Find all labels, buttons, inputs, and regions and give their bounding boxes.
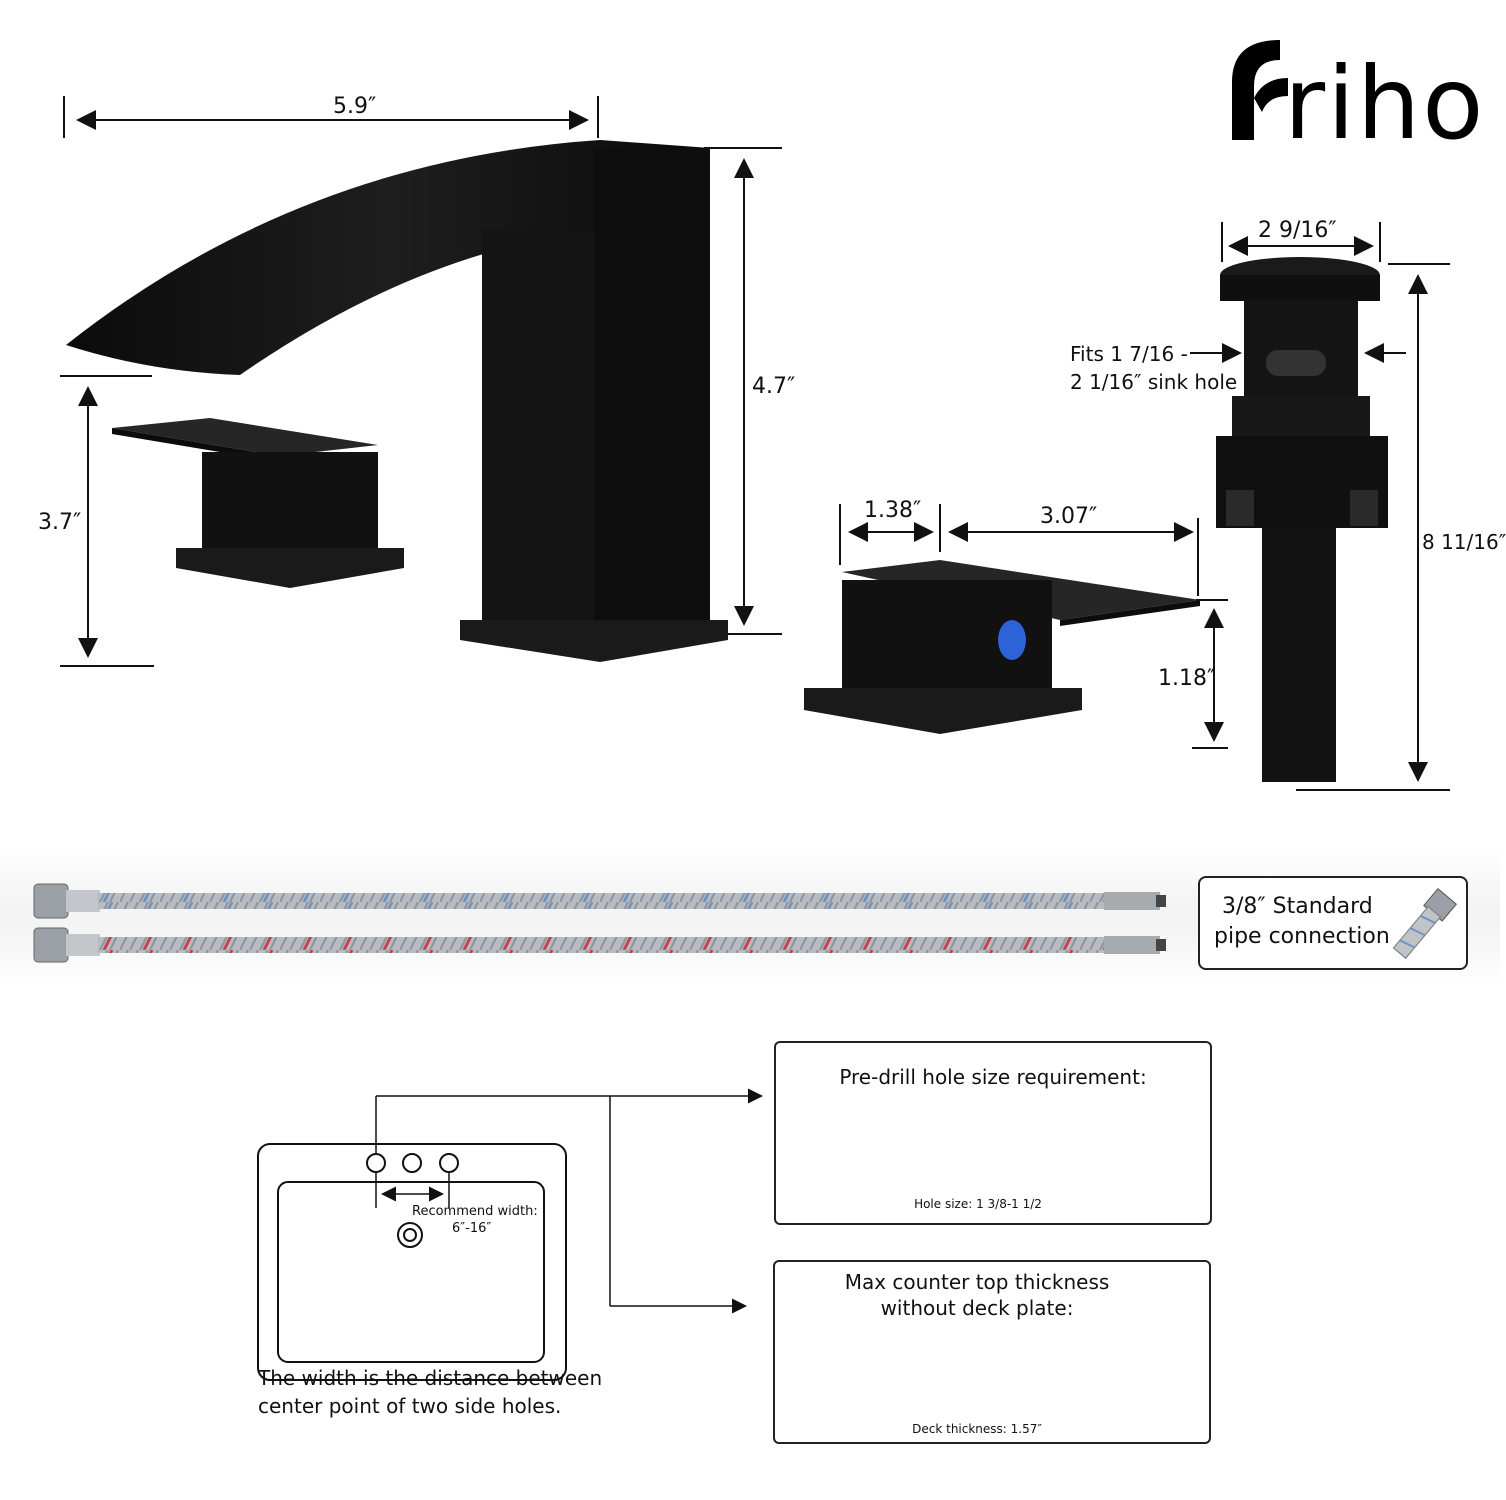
pipe-fitting-icon (1392, 888, 1458, 959)
hole-size-label: Hole size: 1 3/8-1 1/2 (914, 1197, 1042, 1211)
dim-drain-length: 8 11/16″ (1422, 530, 1506, 554)
left-handle (112, 418, 404, 588)
pipe-connection-callout: 3/8″ Standard pipe connection (1198, 876, 1468, 970)
deck-thickness-label: Deck thickness: 1.57″ (912, 1422, 1042, 1436)
faucet-diagram (60, 96, 1450, 791)
pop-up-drain (1216, 257, 1388, 782)
recommend-width-line1: Recommend width: (412, 1204, 538, 1219)
connection-line1: 3/8″ Standard (1222, 894, 1373, 919)
predrill-title: Pre-drill hole size requirement: (839, 1065, 1147, 1089)
recommend-width-line2: 6″-16″ (452, 1221, 492, 1236)
counter-title-line1: Max counter top thickness (844, 1270, 1110, 1294)
logo-text: riho (1284, 45, 1486, 162)
dim-spout-clearance: 3.7″ (38, 510, 82, 535)
predrill-requirement-box: Pre-drill hole size requirement: Hole si… (774, 1041, 1212, 1225)
water-supply-hoses (33, 883, 1166, 963)
connection-line2: pipe connection (1214, 924, 1390, 949)
dim-spout-height: 4.7″ (752, 374, 796, 399)
sink-note-line1: The width is the distance between (258, 1366, 603, 1390)
sink-drain-icon (397, 1222, 423, 1248)
dim-handle-height: 1.18″ (1158, 666, 1216, 691)
counter-title-line2: without deck plate: (880, 1296, 1074, 1320)
dim-handle-base-width: 1.38″ (864, 498, 922, 523)
sink-outline (257, 1143, 567, 1381)
cold-hose (33, 883, 1166, 919)
logo-mark-icon (1232, 40, 1288, 140)
faucet-holes (366, 1153, 459, 1173)
cold-indicator-icon (998, 620, 1026, 660)
drain-fit-line1: Fits 1 7/16 - (1070, 342, 1188, 366)
dim-spout-length: 5.9″ (333, 94, 377, 119)
dim-handle-lever-length: 3.07″ (1040, 504, 1098, 529)
counter-thickness-box: Max counter top thickness without deck p… (773, 1260, 1211, 1444)
sink-note-line2: center point of two side holes. (258, 1394, 562, 1418)
dim-drain-cap-diameter: 2 9/16″ (1258, 218, 1337, 243)
hot-hose (33, 927, 1166, 963)
dimension-lines (60, 96, 1450, 791)
drain-fit-line2: 2 1/16″ sink hole (1070, 370, 1238, 394)
installation-diagram (257, 1088, 1050, 1409)
spout-faucet (66, 140, 728, 662)
right-handle (804, 560, 1200, 734)
leader-lines (375, 1088, 763, 1314)
brand-logo: riho (1218, 20, 1488, 154)
